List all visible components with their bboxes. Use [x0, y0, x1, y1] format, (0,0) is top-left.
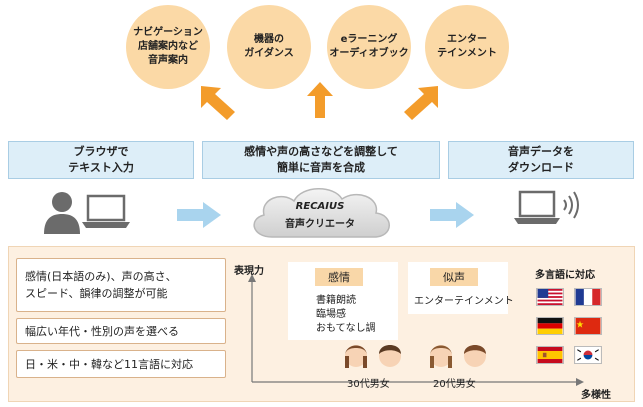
flow-arrow-icon [430, 202, 474, 228]
flow-arrow-icon [177, 202, 221, 228]
step-synthesize: 感情や声の高さなどを調整して 簡単に音声を合成 [202, 141, 440, 179]
feature-voices: 幅広い年代・性別の声を選べる [16, 318, 226, 344]
arrow-up-icon [307, 82, 333, 118]
step-text-input: ブラウザで テキスト入力 [8, 141, 194, 179]
languages-title: 多言語に対応 [535, 270, 595, 281]
fr-flag-icon [574, 288, 602, 306]
user-computer-icon [44, 192, 130, 234]
emotion-item: 書籍朗読 [316, 295, 356, 306]
cloud-icon [253, 188, 390, 238]
age-20s-label: 20代男女 [433, 379, 476, 390]
people-20s-icon [430, 345, 486, 368]
use-case-device-guidance: 機器の ガイダンス [227, 5, 311, 89]
de-flag-icon [536, 317, 564, 335]
use-case-elearning: eラーニング オーディオブック [327, 5, 411, 89]
emotion-item: 臨場感 [316, 309, 346, 320]
age-30s-label: 30代男女 [347, 379, 390, 390]
arrow-up-left-icon [201, 86, 235, 120]
feature-languages: 日・米・中・韓など11言語に対応 [16, 350, 226, 378]
feature-adjust: 感情(日本語のみ)、声の高さ、 スピード、韻律の調整が可能 [16, 258, 226, 312]
cloud-product-name: 音声クリエータ [285, 219, 355, 230]
graph-axes [248, 274, 584, 386]
x-axis-label: 多様性 [581, 390, 611, 401]
y-axis-label: 表現力 [234, 266, 264, 277]
arrow-up-right-icon [404, 86, 438, 120]
kr-flag-icon [574, 346, 602, 364]
us-flag-icon [536, 288, 564, 306]
emotion-item: おもてなし調 [316, 323, 376, 334]
es-flag-icon [536, 346, 564, 364]
people-30s-icon [345, 345, 401, 368]
imitation-item: エンターテインメント [414, 296, 514, 307]
cn-flag-icon [574, 317, 602, 335]
use-case-entertainment: エンター テインメント [425, 5, 509, 89]
laptop-sound-icon [514, 190, 579, 224]
step-download: 音声データを ダウンロード [448, 141, 634, 179]
cloud-brand: RECAIUS [295, 201, 345, 212]
imitation-tag: 似声 [430, 268, 478, 286]
emotion-tag: 感情 [315, 268, 363, 286]
use-case-navigation: ナビゲーション 店舗案内など 音声案内 [126, 5, 210, 89]
